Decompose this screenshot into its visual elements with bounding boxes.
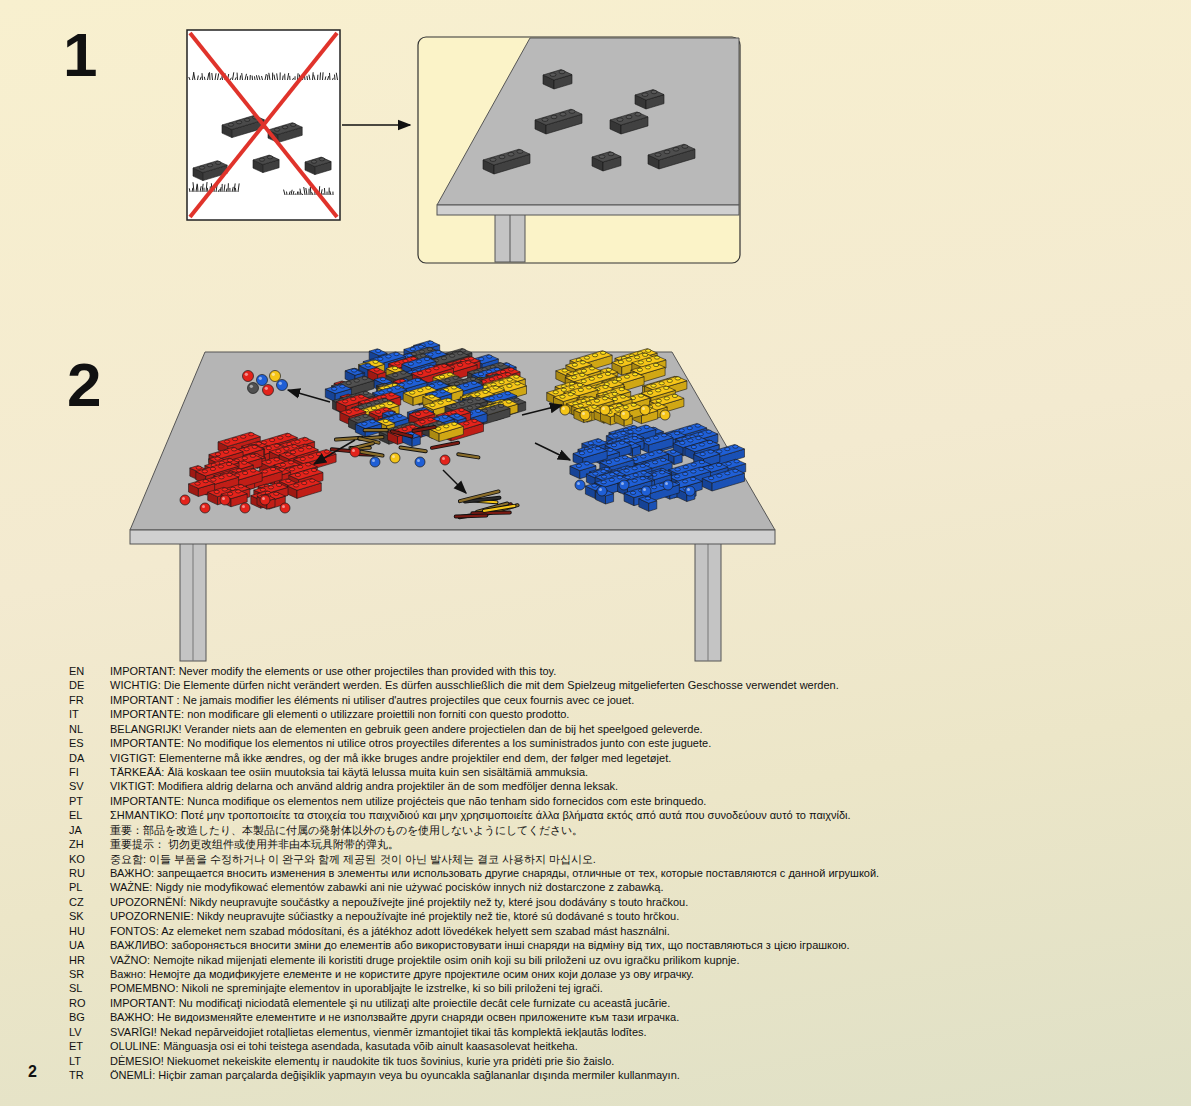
language-code: HR <box>69 954 85 967</box>
safety-warning: ВАЖНО: запрещается вносить изменения в э… <box>110 867 879 880</box>
safety-warning: WICHTIG: Die Elemente dürfen nicht verän… <box>110 679 839 692</box>
table-panel <box>418 37 740 263</box>
safety-warning: TÄRKEÄÄ: Älä koskaan tee osiin muutoksia… <box>110 766 588 779</box>
safety-warning: FONTOS: Az elemeket nem szabad módosítan… <box>110 925 670 938</box>
page-number: 2 <box>28 1064 37 1080</box>
language-code: ZH <box>69 838 84 851</box>
safety-warning: BELANGRIJK! Verander niets aan de elemen… <box>110 723 703 736</box>
language-code: NL <box>69 723 83 736</box>
language-code: IT <box>69 708 79 721</box>
safety-warning: OLULINE: Mänguasja osi ei tohi teistega … <box>110 1040 578 1053</box>
language-code: BG <box>69 1011 85 1024</box>
safety-warning: IMPORTANT : Ne jamais modifier les éléme… <box>110 694 634 707</box>
language-code: SV <box>69 780 84 793</box>
safety-warning: UPOZORNENIE: Nikdy neupravujte súčiastky… <box>110 910 679 923</box>
safety-warning: 중요함: 이들 부품을 수정하거나 이 완구와 함께 제공된 것이 아닌 발사체… <box>110 853 596 866</box>
safety-warning: 重要：部品を改造したり、本製品に付属の発射体以外のものを使用しないようにしてくだ… <box>110 824 583 837</box>
wrong-picture <box>187 30 340 220</box>
safety-warning: IMPORTANTE: Nunca modifique os elementos… <box>110 795 706 808</box>
safety-warning: ВАЖНО: Не видоизменяйте елементите и не … <box>110 1011 679 1024</box>
safety-warning: POMEMBNO: Nikoli ne spreminjajte element… <box>110 982 603 995</box>
language-code: EN <box>69 665 84 678</box>
language-code: UA <box>69 939 84 952</box>
safety-warning: Важно: Немојте да модификујете елементе … <box>110 968 694 981</box>
language-code: LV <box>69 1026 82 1039</box>
safety-warning: VIKTIGT: Modifiera aldrig delarna och an… <box>110 780 618 793</box>
language-code: TR <box>69 1069 84 1082</box>
language-code: ET <box>69 1040 83 1053</box>
language-code: FR <box>69 694 84 707</box>
safety-warning: WAŻNE: Nigdy nie modyfikować elementów z… <box>110 881 664 894</box>
language-code: DA <box>69 752 84 765</box>
language-code: SL <box>69 982 82 995</box>
safety-warning: 重要提示： 切勿更改组件或使用并非由本玩具附带的弹丸。 <box>110 838 399 851</box>
language-code: KO <box>69 853 85 866</box>
language-code: EL <box>69 809 82 822</box>
step-number: 1 <box>63 24 97 86</box>
safety-warning: UPOZORNĚNÍ: Nikdy neupravujte součástky … <box>110 896 688 909</box>
safety-warning: IMPORTANTE: non modificare gli elementi … <box>110 708 569 721</box>
language-code: HU <box>69 925 85 938</box>
language-code: JA <box>69 824 82 837</box>
language-code: SK <box>69 910 84 923</box>
safety-warning: IMPORTANT: Never modify the elements or … <box>110 665 556 678</box>
language-code: PT <box>69 795 83 808</box>
safety-warning: VIGTIGT: Elementerne må ikke ændres, og … <box>110 752 671 765</box>
language-code: LT <box>69 1055 81 1068</box>
safety-warning: VAŽNO: Nemojte nikad mijenjati elemente … <box>110 954 740 967</box>
safety-warning: DĖMESIO! Niekuomet nekeiskite elementų i… <box>110 1055 614 1068</box>
safety-warning: SVARĪGI! Nekad nepārveidojiet rotaļlieta… <box>110 1026 647 1039</box>
safety-warning: IMPORTANTE: No modifique los elementos n… <box>110 737 711 750</box>
language-code: FI <box>69 766 79 779</box>
sorting-table <box>130 341 775 661</box>
language-code: SR <box>69 968 84 981</box>
arrow <box>342 124 410 126</box>
language-code: RU <box>69 867 85 880</box>
language-code: RO <box>69 997 86 1010</box>
language-code: PL <box>69 881 82 894</box>
safety-warning: ÖNEMLİ: Hiçbir zaman parçalarda değişikl… <box>110 1069 680 1082</box>
safety-warning: ВАЖЛИВО: забороняється вносити зміни до … <box>110 939 849 952</box>
step-number: 2 <box>67 354 101 416</box>
safety-warning: IMPORTANT: Nu modificaţi niciodată eleme… <box>110 997 670 1010</box>
language-code: ES <box>69 737 84 750</box>
language-code: DE <box>69 679 84 692</box>
safety-warning: ΣΗΜΑΝΤΙΚΟ: Ποτέ μην τροποποιείτε τα στοι… <box>110 809 851 822</box>
language-code: CZ <box>69 896 84 909</box>
